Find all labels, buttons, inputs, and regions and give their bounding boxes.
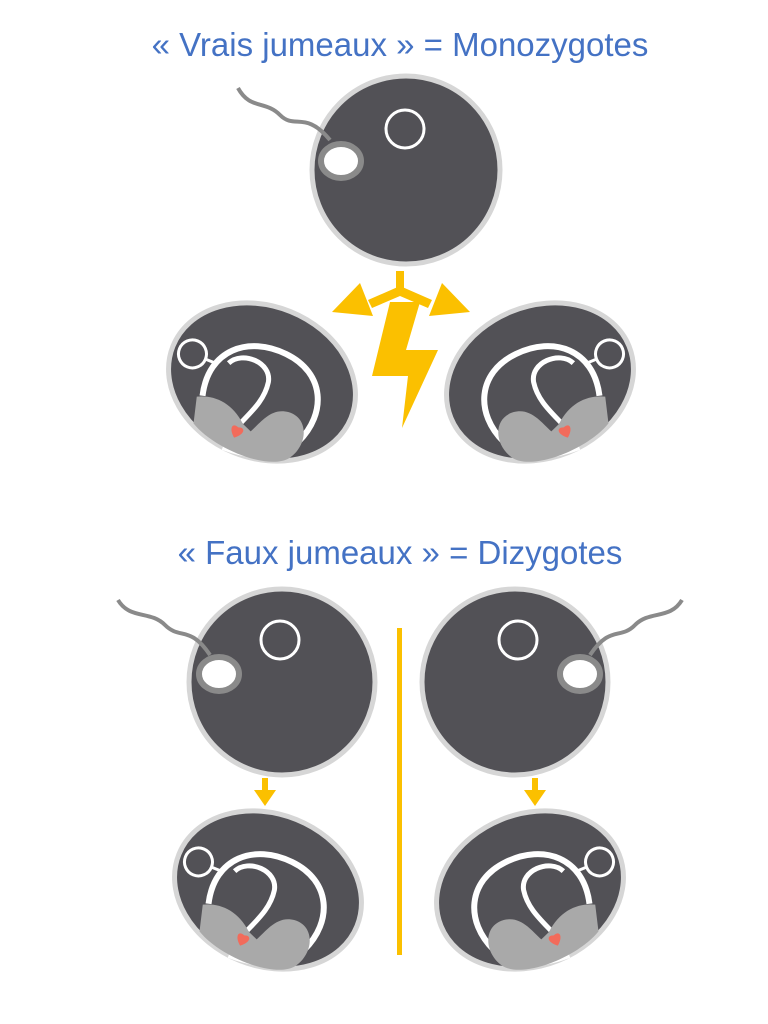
monozygotic-title: « Vrais jumeaux » = Monozygotes [151, 26, 649, 63]
arrow-down-icon [524, 778, 546, 806]
sperm-icon [236, 86, 364, 181]
embryo-di-right [413, 784, 648, 997]
fertilized-egg-mono [236, 73, 503, 267]
lightning-icon [372, 302, 438, 428]
fertilized-egg-di-left [116, 586, 378, 778]
sperm-icon [557, 598, 684, 694]
arrow-down-icon [254, 778, 276, 806]
embryo-di-left [151, 784, 386, 997]
sperm-icon [116, 598, 242, 694]
dizygotic-title: « Faux jumeaux » = Dizygotes [177, 534, 623, 571]
divider-line [397, 628, 402, 955]
fertilized-egg-di-right [419, 586, 684, 778]
